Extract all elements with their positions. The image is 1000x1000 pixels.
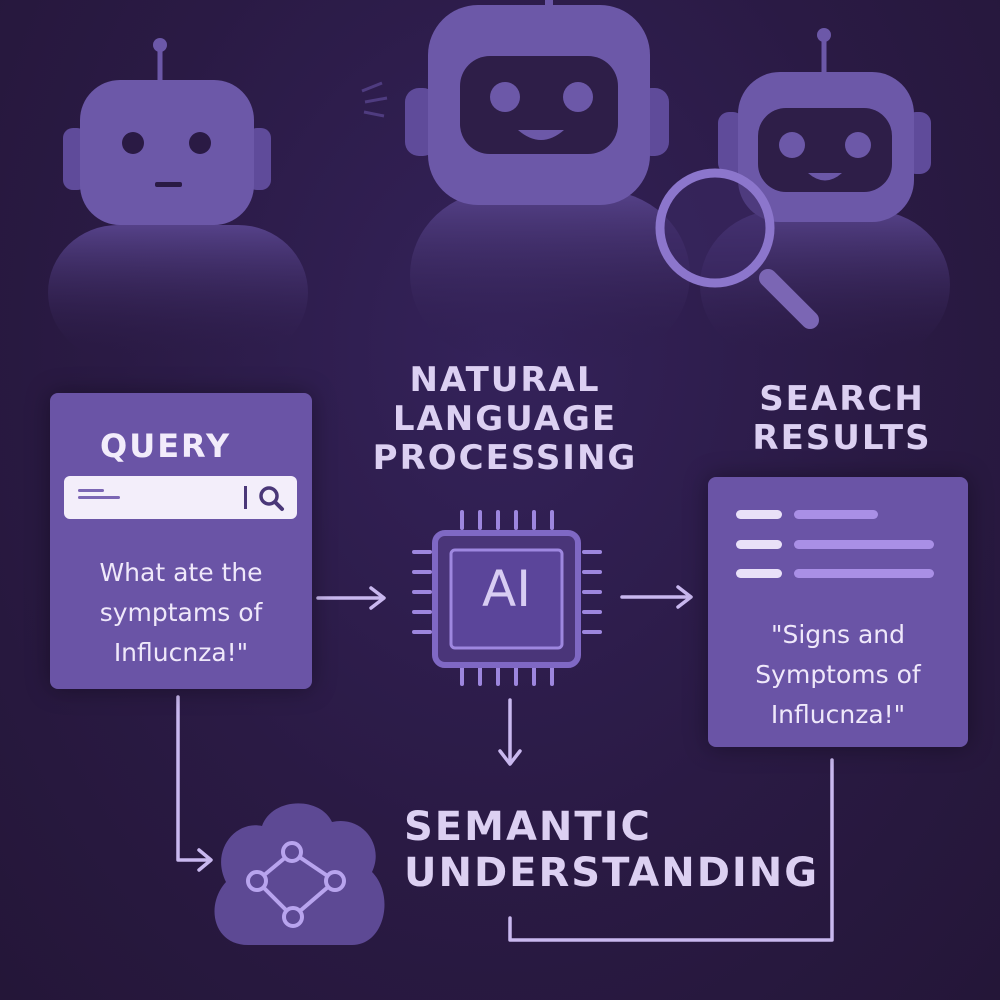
results-text-line: Influcnza!"	[770, 700, 906, 729]
results-heading-line: RESULTS	[752, 418, 932, 459]
result-bullet	[736, 510, 782, 519]
results-text-line: Symptoms of	[755, 660, 921, 689]
semantic-heading: SEMANTIC UNDERSTANDING	[404, 804, 820, 896]
result-line	[794, 569, 934, 578]
search-cursor	[244, 486, 247, 509]
robot-icon	[361, 0, 690, 360]
line-results-to-semantic	[508, 758, 834, 942]
query-card: QUERY What ate the symptams of Influcnza…	[50, 393, 312, 689]
results-text: "Signs and Symptoms of Influcnza!"	[708, 615, 968, 735]
robot-with-magnifier-icon	[655, 28, 950, 360]
semantic-heading-line: UNDERSTANDING	[404, 850, 820, 896]
nlp-heading-line: NATURAL	[409, 360, 601, 400]
robot-icon	[48, 38, 308, 360]
query-title: QUERY	[100, 427, 232, 465]
results-heading: SEARCH RESULTS	[722, 379, 962, 459]
result-line	[794, 510, 878, 519]
result-bullet	[736, 540, 782, 549]
arrow-nlp-to-semantic	[498, 698, 522, 766]
search-placeholder-lines	[78, 489, 120, 503]
search-input[interactable]	[64, 476, 297, 519]
query-text-line: symptams of	[99, 598, 263, 627]
results-card: "Signs and Symptoms of Influcnza!"	[708, 477, 968, 747]
result-line	[794, 540, 934, 549]
results-text-line: "Signs and	[770, 620, 906, 649]
search-icon[interactable]	[256, 483, 286, 513]
nlp-heading: NATURAL LANGUAGE PROCESSING	[360, 360, 650, 479]
semantic-heading-line: SEMANTIC	[404, 804, 652, 850]
arrow-query-to-nlp	[316, 586, 386, 610]
query-text: What ate the symptams of Influcnza!"	[50, 553, 312, 673]
arrow-query-to-cloud	[176, 695, 213, 872]
arrow-nlp-to-results	[620, 585, 693, 609]
results-heading-line: SEARCH	[759, 379, 925, 419]
nlp-heading-line: PROCESSING	[372, 438, 638, 479]
robots-illustration	[48, 0, 950, 360]
ai-chip-label: AI	[482, 560, 531, 618]
nlp-heading-line: LANGUAGE	[392, 399, 618, 440]
query-text-line: Influcnza!"	[113, 638, 249, 667]
query-text-line: What ate the	[99, 558, 263, 587]
result-bullet	[736, 569, 782, 578]
